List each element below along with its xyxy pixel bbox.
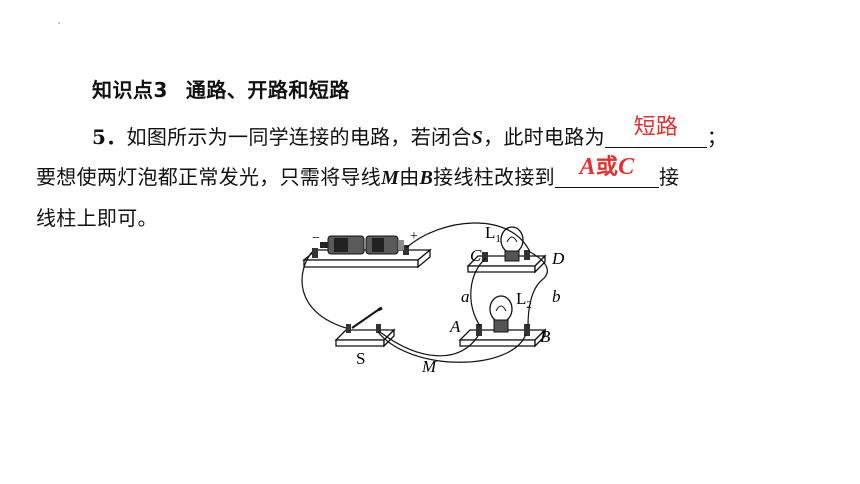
section-heading: 知识点3 通路、开路和短路 (92, 74, 350, 103)
switch-label: S (356, 349, 365, 368)
knowledge-point-title: 通路、开路和短路 (185, 78, 350, 102)
question-text: 接 (658, 165, 680, 189)
battery-holder (302, 235, 432, 269)
switch-s (334, 306, 396, 348)
terminal-a-label: A (449, 317, 461, 336)
switch-symbol-text: S (471, 127, 484, 149)
terminal-b-text: B (419, 167, 434, 189)
terminal-d-label: D (551, 249, 565, 268)
lamp-l1-board (466, 226, 547, 274)
question-text: 线柱上即可。 (36, 206, 158, 230)
answer-blank-1: 短路 (604, 115, 707, 148)
question-line-3: 线柱上即可。 (36, 202, 158, 231)
question-line-2: 要想使两灯泡都正常发光，只需将导线M由B接线柱改接到 A或C 接 (36, 154, 680, 190)
knowledge-point-label: 知识点3 (92, 78, 168, 102)
wire-b-label: b (552, 287, 561, 306)
question-line-1: 5．如图所示为一同学连接的电路，若闭合S，此时电路为 短路 ； (92, 115, 728, 150)
wire-m-text: M (381, 167, 400, 189)
question-number: 5． (92, 125, 127, 149)
question-text: 由 (399, 165, 420, 189)
lamp-l1-label: L1 (485, 223, 501, 245)
terminal-c-label: C (470, 246, 482, 265)
answer-2: A或C (579, 154, 635, 180)
terminal-b-label: B (540, 327, 551, 346)
question-text: ，此时电路为 (483, 125, 605, 149)
question-text: 如图所示为一同学连接的电路，若闭合 (126, 125, 472, 149)
wire-m-label: M (421, 357, 437, 376)
lamp-l2-board (458, 295, 547, 348)
battery-plus-label: + (410, 229, 418, 244)
question-text: 要想使两灯泡都正常发光，只需将导线 (36, 165, 382, 189)
answer-1: 短路 (633, 115, 679, 140)
question-text: ； (706, 125, 728, 149)
circuit-diagram: − + L1 L2 (301, 222, 565, 376)
decorative-dot (58, 22, 60, 24)
question-text: 接线柱改接到 (433, 165, 555, 189)
answer-blank-2: A或C (554, 154, 659, 188)
circuit-wires (301, 222, 548, 363)
wire-a-label: a (461, 287, 470, 306)
battery-minus-label: − (312, 231, 320, 246)
